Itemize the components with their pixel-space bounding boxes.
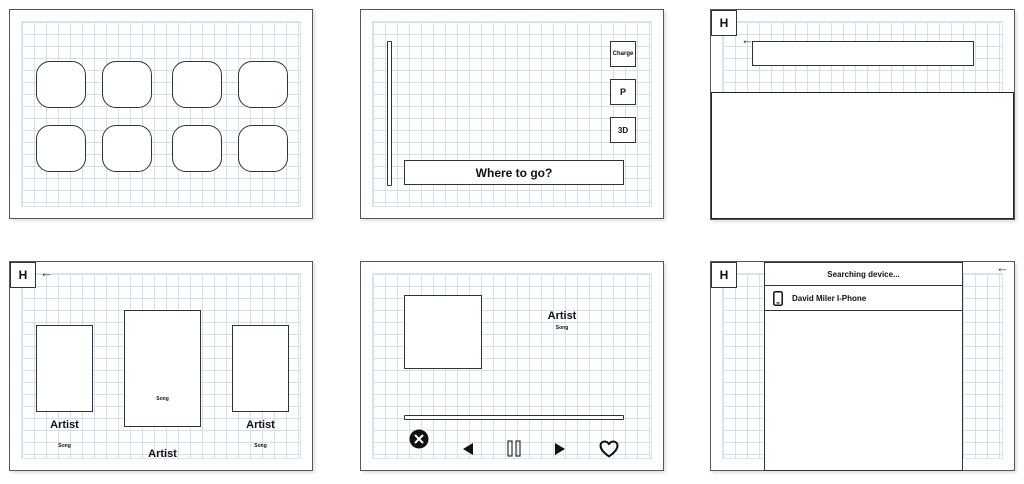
wireframe-artist-carousel: H ← Artist Song Song Artist Artist Song [9,261,313,471]
app-tile-7[interactable] [172,125,222,172]
app-tile-8[interactable] [238,125,288,172]
home-button-label: H [719,268,729,282]
3d-button[interactable]: 3D [610,117,636,143]
previous-icon[interactable] [461,442,475,456]
content-panel [711,92,1014,219]
back-arrow-icon[interactable]: ← [40,265,53,280]
device-search-title-text: Searching device... [827,269,900,279]
back-arrow-icon[interactable]: ← [996,260,1009,275]
artist-name-right: Artist [246,419,275,431]
album-card-right[interactable] [232,325,289,412]
parking-button-label: P [619,87,626,97]
device-name: David Miler I-Phone [792,293,867,303]
home-button[interactable]: H [711,10,737,36]
progress-bar[interactable] [404,415,624,420]
app-tile-3[interactable] [172,61,222,108]
grid-background [21,21,301,207]
parking-button[interactable]: P [610,79,636,105]
phone-icon [773,290,783,306]
device-list-panel: Searching device... David Miler I-Phone [764,262,963,471]
wireframe-search-panel: H ← [710,9,1015,220]
device-search-title: Searching device... [765,263,962,286]
app-tile-4[interactable] [238,61,288,108]
app-tile-1[interactable] [36,61,86,108]
wireframe-device-search: H ← Searching device... David Miler I-Ph… [710,261,1015,471]
home-button-label: H [719,16,729,30]
search-input[interactable] [752,41,974,66]
artist-name-left: Artist [50,419,79,431]
wireframe-music-player: Artist Song [360,261,664,471]
song-name-right: Song [254,443,267,449]
song-name-left: Song [58,443,71,449]
app-tile-6[interactable] [102,125,152,172]
artist-name-center: Artist [148,448,177,460]
device-list-item[interactable]: David Miler I-Phone [765,286,962,311]
destination-input-text: Where to go? [475,165,553,180]
zoom-slider[interactable] [387,41,392,186]
charge-button[interactable]: Charge [610,41,636,67]
album-cover [404,295,482,369]
album-card-center[interactable] [124,310,201,427]
back-arrow-icon[interactable]: ← [741,32,754,47]
3d-button-label: 3D [617,125,629,135]
heart-icon[interactable] [599,440,619,458]
song-name-center: Song [156,396,169,402]
destination-input[interactable]: Where to go? [404,160,624,185]
home-button-label: H [18,268,28,282]
wireframe-navigation: Charge P 3D Where to go? [360,9,664,219]
app-tile-2[interactable] [102,61,152,108]
home-button[interactable]: H [10,262,36,288]
charge-button-label: Charge [612,51,634,57]
home-button[interactable]: H [711,262,737,288]
app-tile-5[interactable] [36,125,86,172]
wireframe-home-apps [9,9,313,219]
album-card-left[interactable] [36,325,93,412]
close-icon[interactable] [409,429,429,449]
next-icon[interactable] [553,442,567,456]
track-artist: Artist [547,310,577,322]
pause-icon[interactable] [506,440,522,457]
track-song: Song [555,325,569,331]
